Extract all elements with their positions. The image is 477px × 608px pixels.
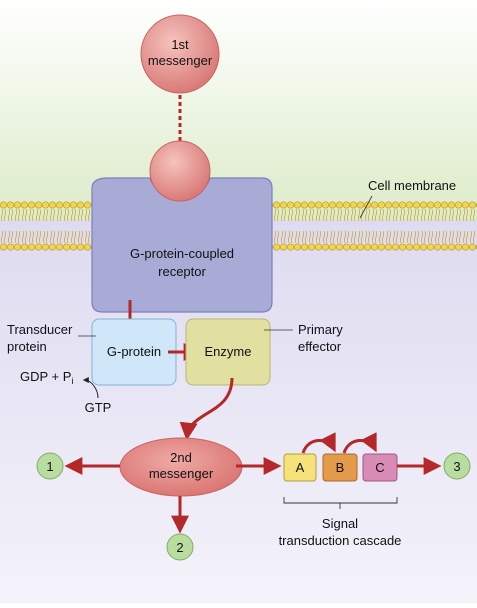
cascade-box-c-label: C bbox=[375, 460, 384, 475]
cascade-label-line1: Signal bbox=[322, 516, 358, 531]
outcome-3-circle bbox=[443, 452, 471, 480]
cell-membrane-pointer bbox=[359, 195, 373, 219]
receptor-label-line2: receptor bbox=[158, 264, 206, 279]
gtp-label: GTP bbox=[85, 400, 112, 415]
outcome-3-label: 3 bbox=[453, 459, 460, 474]
enzyme-box bbox=[185, 318, 271, 386]
first-messenger-label-line1: 1st bbox=[171, 37, 189, 52]
receptor-label-line1: G-protein-coupled bbox=[130, 246, 234, 261]
second-messenger-label-line1: 2nd bbox=[170, 450, 192, 465]
cell-membrane-label: Cell membrane bbox=[368, 178, 456, 193]
second-messenger-label-line2: messenger bbox=[149, 466, 214, 481]
outcome-2-label: 2 bbox=[176, 540, 183, 555]
gdp-label: GDP + Pi bbox=[20, 369, 73, 386]
cascade-bracket bbox=[283, 497, 398, 504]
g-protein-label: G-protein bbox=[107, 344, 161, 359]
transducer-label-line1: Transducer bbox=[7, 322, 73, 337]
cascade-arrow-b-to-c bbox=[342, 432, 377, 454]
outcome-2-circle bbox=[166, 533, 194, 561]
effector-label-line1: Primary bbox=[298, 322, 343, 337]
cascade-box-b-label: B bbox=[336, 460, 345, 475]
first-messenger bbox=[140, 14, 220, 94]
cascade-label-line2: transduction cascade bbox=[279, 533, 402, 548]
transducer-label-line2: protein bbox=[7, 339, 47, 354]
gtp-exchange-arrow bbox=[82, 377, 99, 399]
bound-ligand bbox=[149, 140, 211, 202]
cascade-box-b bbox=[322, 453, 358, 482]
cascade-arrow-a-to-b bbox=[301, 432, 336, 454]
first-messenger-label-line2: messenger bbox=[148, 53, 213, 68]
outcome-1-label: 1 bbox=[46, 459, 53, 474]
outcome-1-circle bbox=[36, 452, 64, 480]
cascade-box-a-label: A bbox=[296, 460, 305, 475]
enzyme-label: Enzyme bbox=[205, 344, 252, 359]
effector-label-line2: effector bbox=[298, 339, 342, 354]
enzyme-to-second-messenger-arrow bbox=[179, 377, 234, 441]
cascade-box-a bbox=[283, 453, 317, 482]
